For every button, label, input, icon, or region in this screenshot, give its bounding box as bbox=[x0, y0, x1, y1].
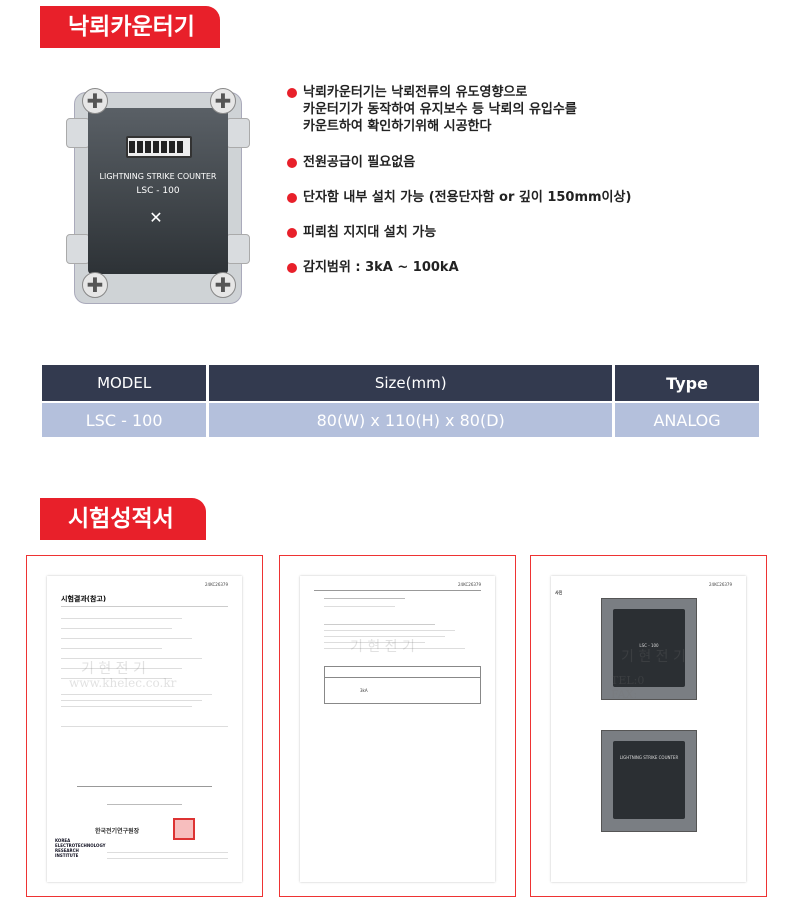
test-report-page-1[interactable]: 24KC26379 시험결과(참고) 기 현 전 기 www.khelec.co… bbox=[26, 555, 263, 897]
photo-section-label: 사진 bbox=[555, 590, 563, 595]
spec-table: MODEL Size(mm) Type LSC - 100 80(W) x 11… bbox=[39, 365, 762, 437]
feature-item: 전원공급이 필요없음 bbox=[287, 154, 757, 171]
seal-text: 한국전기연구원장 bbox=[95, 828, 140, 835]
product-label-line1: LIGHTNING STRIKE COUNTER bbox=[99, 172, 217, 181]
mount-ear-right-bottom bbox=[226, 234, 250, 264]
cell-type: ANALOG bbox=[615, 401, 759, 437]
product-photo: LIGHTNING STRIKE COUNTER LSC - 100 ✕ ✚ ✚… bbox=[66, 82, 250, 304]
counter-display bbox=[126, 136, 192, 158]
mount-ear-left-bottom bbox=[66, 234, 90, 264]
cell-size: 80(W) x 110(H) x 80(D) bbox=[209, 401, 613, 437]
test-photo-2: LIGHTNING STRIKE COUNTER bbox=[601, 730, 697, 832]
enclosure-window bbox=[88, 108, 228, 274]
screw-icon: ✚ bbox=[82, 88, 108, 114]
report-number: 24KC26379 bbox=[457, 582, 481, 587]
watermark: www.khelec.co.kr bbox=[69, 676, 177, 690]
screw-icon: ✚ bbox=[210, 272, 236, 298]
product-label-line2: LSC - 100 bbox=[136, 186, 180, 196]
header-model: MODEL bbox=[42, 365, 207, 401]
institute-logo: KOREA ELECTROTECHNOLOGY RESEARCH INSTITU… bbox=[55, 838, 106, 858]
feature-list: 낙뢰카운터기는 낙뢰전류의 유도영향으로 카운터기가 동작하여 유지보수 등 낙… bbox=[287, 84, 757, 276]
header-type: Type bbox=[615, 365, 759, 401]
document-page: 24KC26379 시험결과(참고) 기 현 전 기 www.khelec.co… bbox=[47, 576, 242, 882]
report-number: 24KC26379 bbox=[204, 582, 228, 587]
brand-logo-icon: ✕ bbox=[149, 208, 163, 227]
watermark: 기 현 전 기 bbox=[350, 639, 415, 655]
watermark: TEL:0 bbox=[611, 674, 645, 687]
document-page: 24KC26379 사진 LSC - 100 LIGHTNING STRIKE … bbox=[551, 576, 746, 882]
cell-model: LSC - 100 bbox=[42, 401, 207, 437]
watermark: FAX: bbox=[611, 688, 638, 701]
result-table bbox=[324, 666, 481, 704]
watermark: 기 현 전 기 bbox=[81, 661, 146, 677]
watermark: 기 현 전 기 bbox=[621, 649, 686, 665]
feature-item: 단자함 내부 설치 가능 (전용단자함 or 깊이 150mm이상) bbox=[287, 189, 757, 206]
report-number: 24KC26379 bbox=[708, 582, 732, 587]
official-seal-icon bbox=[173, 818, 195, 840]
mount-ear-left bbox=[66, 118, 90, 148]
photo-label: LSC - 100 bbox=[639, 643, 659, 648]
document-page: 24KC26379 3kA 기 현 전 기 bbox=[300, 576, 495, 882]
result-value: 3kA bbox=[360, 688, 368, 693]
photo-label: LIGHTNING STRIKE COUNTER bbox=[619, 755, 679, 760]
report-title: 시험결과(참고) bbox=[61, 595, 107, 603]
feature-item: 감지범위 : 3kA ~ 100kA bbox=[287, 259, 757, 276]
section-title-lightning-counter: 낙뢰카운터기 bbox=[40, 6, 220, 48]
section-title-test-report: 시험성적서 bbox=[40, 498, 206, 540]
test-photo-1: LSC - 100 bbox=[601, 598, 697, 700]
screw-icon: ✚ bbox=[82, 272, 108, 298]
feature-item: 피뢰침 지지대 설치 가능 bbox=[287, 224, 757, 241]
test-report-page-3[interactable]: 24KC26379 사진 LSC - 100 LIGHTNING STRIKE … bbox=[530, 555, 767, 897]
table-row: LSC - 100 80(W) x 110(H) x 80(D) ANALOG bbox=[42, 401, 759, 437]
feature-item: 낙뢰카운터기는 낙뢰전류의 유도영향으로 카운터기가 동작하여 유지보수 등 낙… bbox=[287, 84, 757, 135]
header-size: Size(mm) bbox=[209, 365, 613, 401]
mount-ear-right bbox=[226, 118, 250, 148]
test-report-page-2[interactable]: 24KC26379 3kA 기 현 전 기 bbox=[279, 555, 516, 897]
screw-icon: ✚ bbox=[210, 88, 236, 114]
